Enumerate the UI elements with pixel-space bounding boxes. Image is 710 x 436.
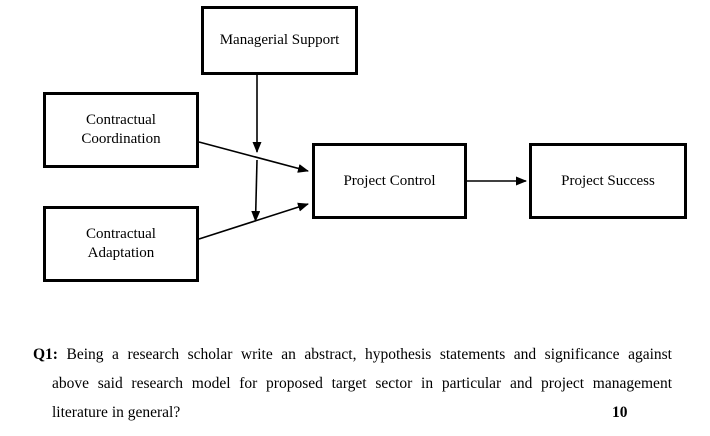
question-number: Q1: [33,346,58,363]
node-project-success: Project Success [529,143,687,219]
node-project-success-label: Project Success [561,172,655,189]
node-contractual-coordination: Contractual Coordination [43,92,199,168]
node-contractual-coordination-label: Contractual Coordination [81,112,161,147]
node-managerial-support: Managerial Support [201,6,358,75]
question-line-1: Q1: Being a research scholar write an ab… [33,340,672,369]
node-contractual-adaptation-label: Contractual Adaptation [86,226,156,261]
arrow-coordination-to-control [198,141,309,173]
research-model-diagram: Managerial Support Contractual Coordinat… [43,6,687,282]
arrow-managerial-to-adaptation-path [251,159,261,222]
node-managerial-support-label: Managerial Support [219,32,340,48]
question-line-3: literature in general? 10 [52,398,672,427]
question-block: Q1: Being a research scholar write an ab… [33,340,672,427]
arrows-layer [198,75,527,240]
node-project-control-label: Project Control [343,172,436,189]
question-line-1-text: Being a research scholar write an abstra… [66,346,673,363]
node-contractual-adaptation: Contractual Adaptation [43,206,199,282]
node-project-control: Project Control [312,143,467,219]
marks-value: 10 [612,404,628,421]
arrow-adaptation-to-control [198,202,309,240]
question-line-2: above said research model for proposed t… [52,375,672,392]
question-line-3-text: literature in general? [52,404,181,421]
